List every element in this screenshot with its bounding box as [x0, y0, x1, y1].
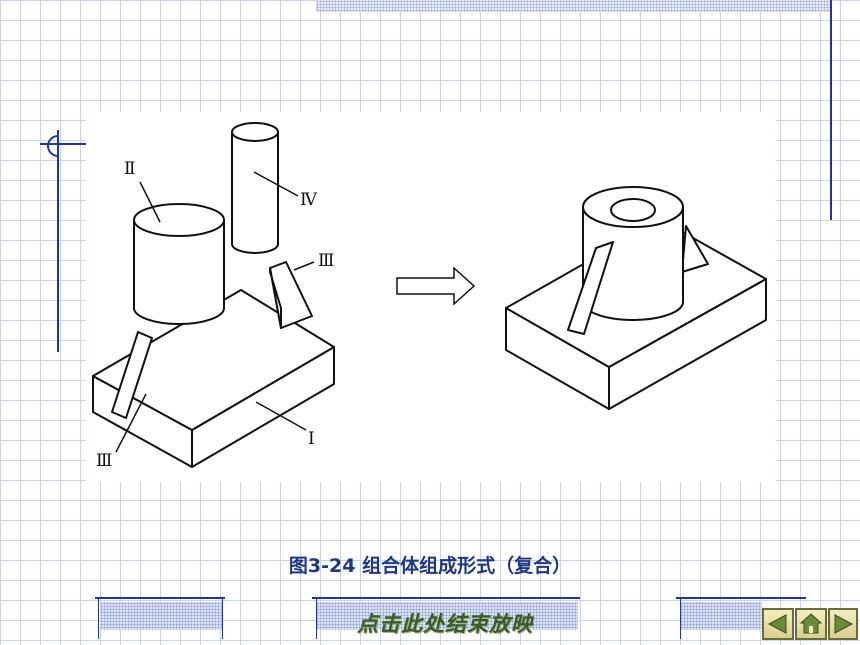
label-part-1: Ⅰ — [308, 429, 315, 449]
nav-forward-button[interactable] — [828, 608, 858, 640]
crosshair-ornament-icon — [47, 135, 59, 157]
label-part-4: Ⅳ — [300, 190, 318, 210]
cylinder-part-2 — [133, 203, 225, 325]
top-decor-band — [316, 0, 832, 12]
left-accent-hline — [40, 143, 92, 145]
footer-tick-right — [680, 597, 681, 639]
rib-part-3-top — [269, 261, 313, 329]
transform-arrow — [396, 266, 476, 306]
footer-tick-left-2 — [222, 597, 223, 639]
label-part-3-bottom: Ⅲ — [96, 451, 112, 471]
footer-band-left — [100, 602, 222, 630]
label-part-3-top: Ⅲ — [318, 251, 334, 271]
figure-panel: Ⅱ Ⅳ Ⅲ Ⅲ Ⅰ — [86, 112, 776, 482]
cylinder-part-4 — [231, 122, 279, 254]
label-part-2: Ⅱ — [124, 159, 136, 179]
assembled-body — [505, 186, 767, 410]
footer-band-right — [680, 602, 762, 630]
footer-line-left — [95, 597, 225, 599]
composite-body-diagram: Ⅱ Ⅳ Ⅲ Ⅲ Ⅰ — [92, 122, 767, 471]
nav-back-button[interactable] — [762, 608, 794, 640]
footer-line-center — [312, 597, 580, 599]
footer-tick-left — [98, 597, 99, 639]
footer-tick-center — [316, 597, 317, 639]
rib-part-3-bottom — [111, 331, 153, 419]
left-accent-vline — [57, 130, 59, 352]
footer-band-center — [316, 602, 578, 630]
nav-home-button[interactable] — [795, 608, 827, 640]
footer-line-right — [676, 597, 806, 599]
back-arrow-icon — [767, 614, 787, 634]
forward-arrow-icon — [834, 614, 854, 634]
figure-caption: 图3-24 组合体组成形式（复合） — [288, 555, 572, 577]
end-show-link[interactable]: 点击此处结束放映 — [357, 611, 533, 636]
home-icon — [799, 613, 823, 634]
right-accent-line — [830, 0, 832, 220]
